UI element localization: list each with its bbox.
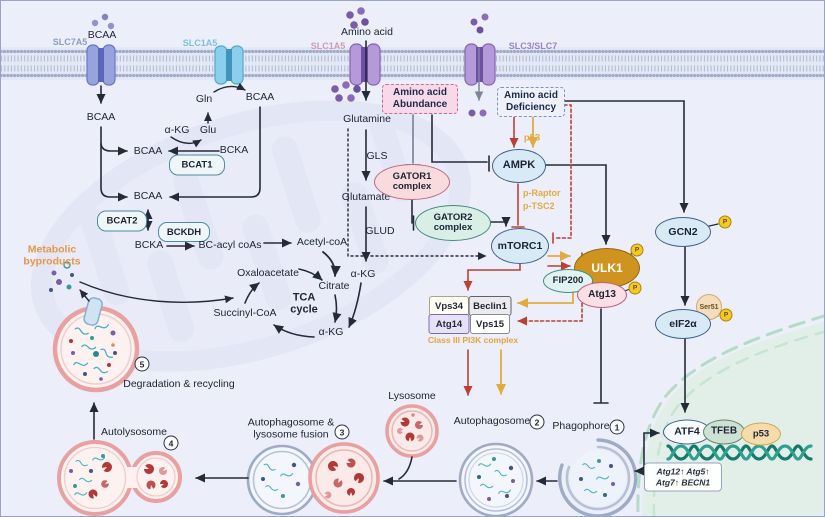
phospho-badge-atg13: P (628, 281, 642, 295)
node-ampk: AMPK (492, 149, 546, 183)
label-bcka-mito: BCKA (134, 239, 164, 252)
pi3k-beclin1: Beclin1 (468, 296, 512, 316)
pi3k-vps34: Vps34 (429, 296, 469, 316)
mitochondria-watermark (30, 100, 472, 372)
label-autophagosome: Autophagosome (453, 415, 531, 428)
label-gls: GLS (366, 150, 388, 163)
node-mtorc1: mTORC1 (491, 228, 549, 264)
permease-channel-icon (83, 297, 103, 326)
label-akg-cytosol: α-KG (164, 124, 190, 137)
label-phagophore: Phagophore (552, 420, 610, 433)
node-atg13: Atg13 (577, 282, 627, 308)
phagophore-structure (558, 438, 638, 516)
transporter-label-slc7a5: SLC7A5 (52, 36, 88, 47)
label-glud: GLUD (365, 225, 395, 238)
label-akg-cycle: α-KG (318, 326, 344, 339)
label-citrate: Citrate (318, 280, 350, 293)
label-bcaa-extracellular: BCAA (87, 29, 117, 42)
node-tfeb: TFEB (703, 419, 745, 445)
label-succinyl-coa: Succinyl-CoA (213, 307, 277, 320)
label-autolysosome: Autolysosome (101, 426, 167, 439)
plasma-membrane (1, 47, 824, 80)
label-bcaa-bcat1: BCAA (133, 145, 163, 158)
byproduct-dots (49, 261, 74, 292)
pi3k-atg14: Atg14 (428, 314, 470, 334)
transporter-slc1a5-left-icon (214, 45, 244, 85)
node-atf4: ATF4 (663, 419, 711, 445)
label-bcka-cytosol: BCKA (219, 144, 249, 157)
pi3k-vps15: Vps15 (470, 314, 510, 334)
phospho-badge-ulk1: P (630, 243, 644, 257)
transporter-label-slc1a5-mid: SLC1A5 (310, 40, 346, 51)
node-eif2a: eIF2α (655, 309, 711, 339)
step-badge-4: 4 (163, 435, 179, 451)
autolysosome-vesicle (57, 440, 182, 516)
dna-helix-icon (666, 444, 813, 461)
label-bc-acyl-coas: BC-acyl coAs (198, 239, 262, 252)
node-gcn2: GCN2 (655, 217, 711, 247)
label-lysosome: Lysosome (388, 390, 436, 403)
label-bcaa-mito: BCAA (133, 190, 163, 203)
label-tca-cycle: TCA cycle (290, 291, 318, 316)
label-metabolic-byproducts: Metabolic byproducts (23, 243, 81, 267)
label-glu: Glu (199, 124, 217, 137)
label-acetyl-coa: Acetyl-coA (296, 236, 348, 249)
label-oxaloacetate: Oxaloacetate (237, 267, 299, 280)
atg-genes-box: Atg12↑ Atg5↑ Atg7↑ BECN1 (644, 462, 722, 492)
label-p-tsc2: p-TSC2 (523, 201, 555, 211)
label-fusion: Autophagosome & lysosome fusion (247, 416, 335, 440)
label-degradation-recycling: Degradation & recycling (123, 378, 235, 391)
enzyme-bcat2: BCAT2 (97, 210, 147, 232)
transporter-slc1a5-mid-icon (349, 43, 381, 86)
label-gln: Gln (195, 93, 213, 106)
step-badge-3: 3 (334, 424, 350, 440)
lysosome-vesicle (385, 404, 439, 458)
step-badge-2: 2 (529, 414, 545, 430)
transporter-label-slc1a5-left: SLC1A5 (182, 37, 218, 48)
enzyme-bcat1: BCAT1 (169, 154, 225, 176)
label-pi3k-caption: Class III PI3K complex (427, 335, 519, 346)
yellow-arrows (495, 116, 574, 395)
label-amino-acid: Amino acid (341, 26, 393, 39)
fusion-vesicle (246, 442, 380, 516)
node-gator2-complex: GATOR2 complex (415, 205, 491, 241)
label-glutamine: Glutamine (343, 113, 391, 126)
condition-amino-acid-abundance: Amino acid Abundance (382, 84, 458, 114)
autophagosome-vesicle (458, 442, 534, 516)
transporter-slc7a5-icon (86, 44, 116, 86)
node-gator1-complex: GATOR1 complex (374, 164, 450, 200)
label-akg-glud: α-KG (350, 268, 376, 281)
label-bcaa-cytosol: BCAA (86, 111, 116, 124)
label-p53-mediator: p53 (523, 132, 541, 144)
step-badge-1: 1 (609, 419, 625, 435)
condition-amino-acid-deficiency: Amino acid Deficiency (497, 87, 565, 117)
label-p-raptor: p-Raptor (523, 188, 561, 198)
node-p53-nuclear: p53 (741, 422, 781, 446)
phospho-badge-gcn2: P (718, 215, 732, 229)
degradation-vesicle (52, 297, 140, 393)
enzyme-bckdh: BCKDH (158, 222, 210, 242)
label-bcaa-exported: BCAA (245, 91, 275, 104)
transporter-slc3-slc7-icon (464, 43, 496, 86)
phospho-badge-eif2a: P (719, 308, 733, 322)
label-glutamate: Glutamate (341, 191, 391, 204)
transporter-label-slc3-slc7: SLC3/SLC7 (508, 40, 558, 51)
amino-acid-dots (91, 7, 489, 117)
step-badge-5: 5 (134, 356, 150, 372)
